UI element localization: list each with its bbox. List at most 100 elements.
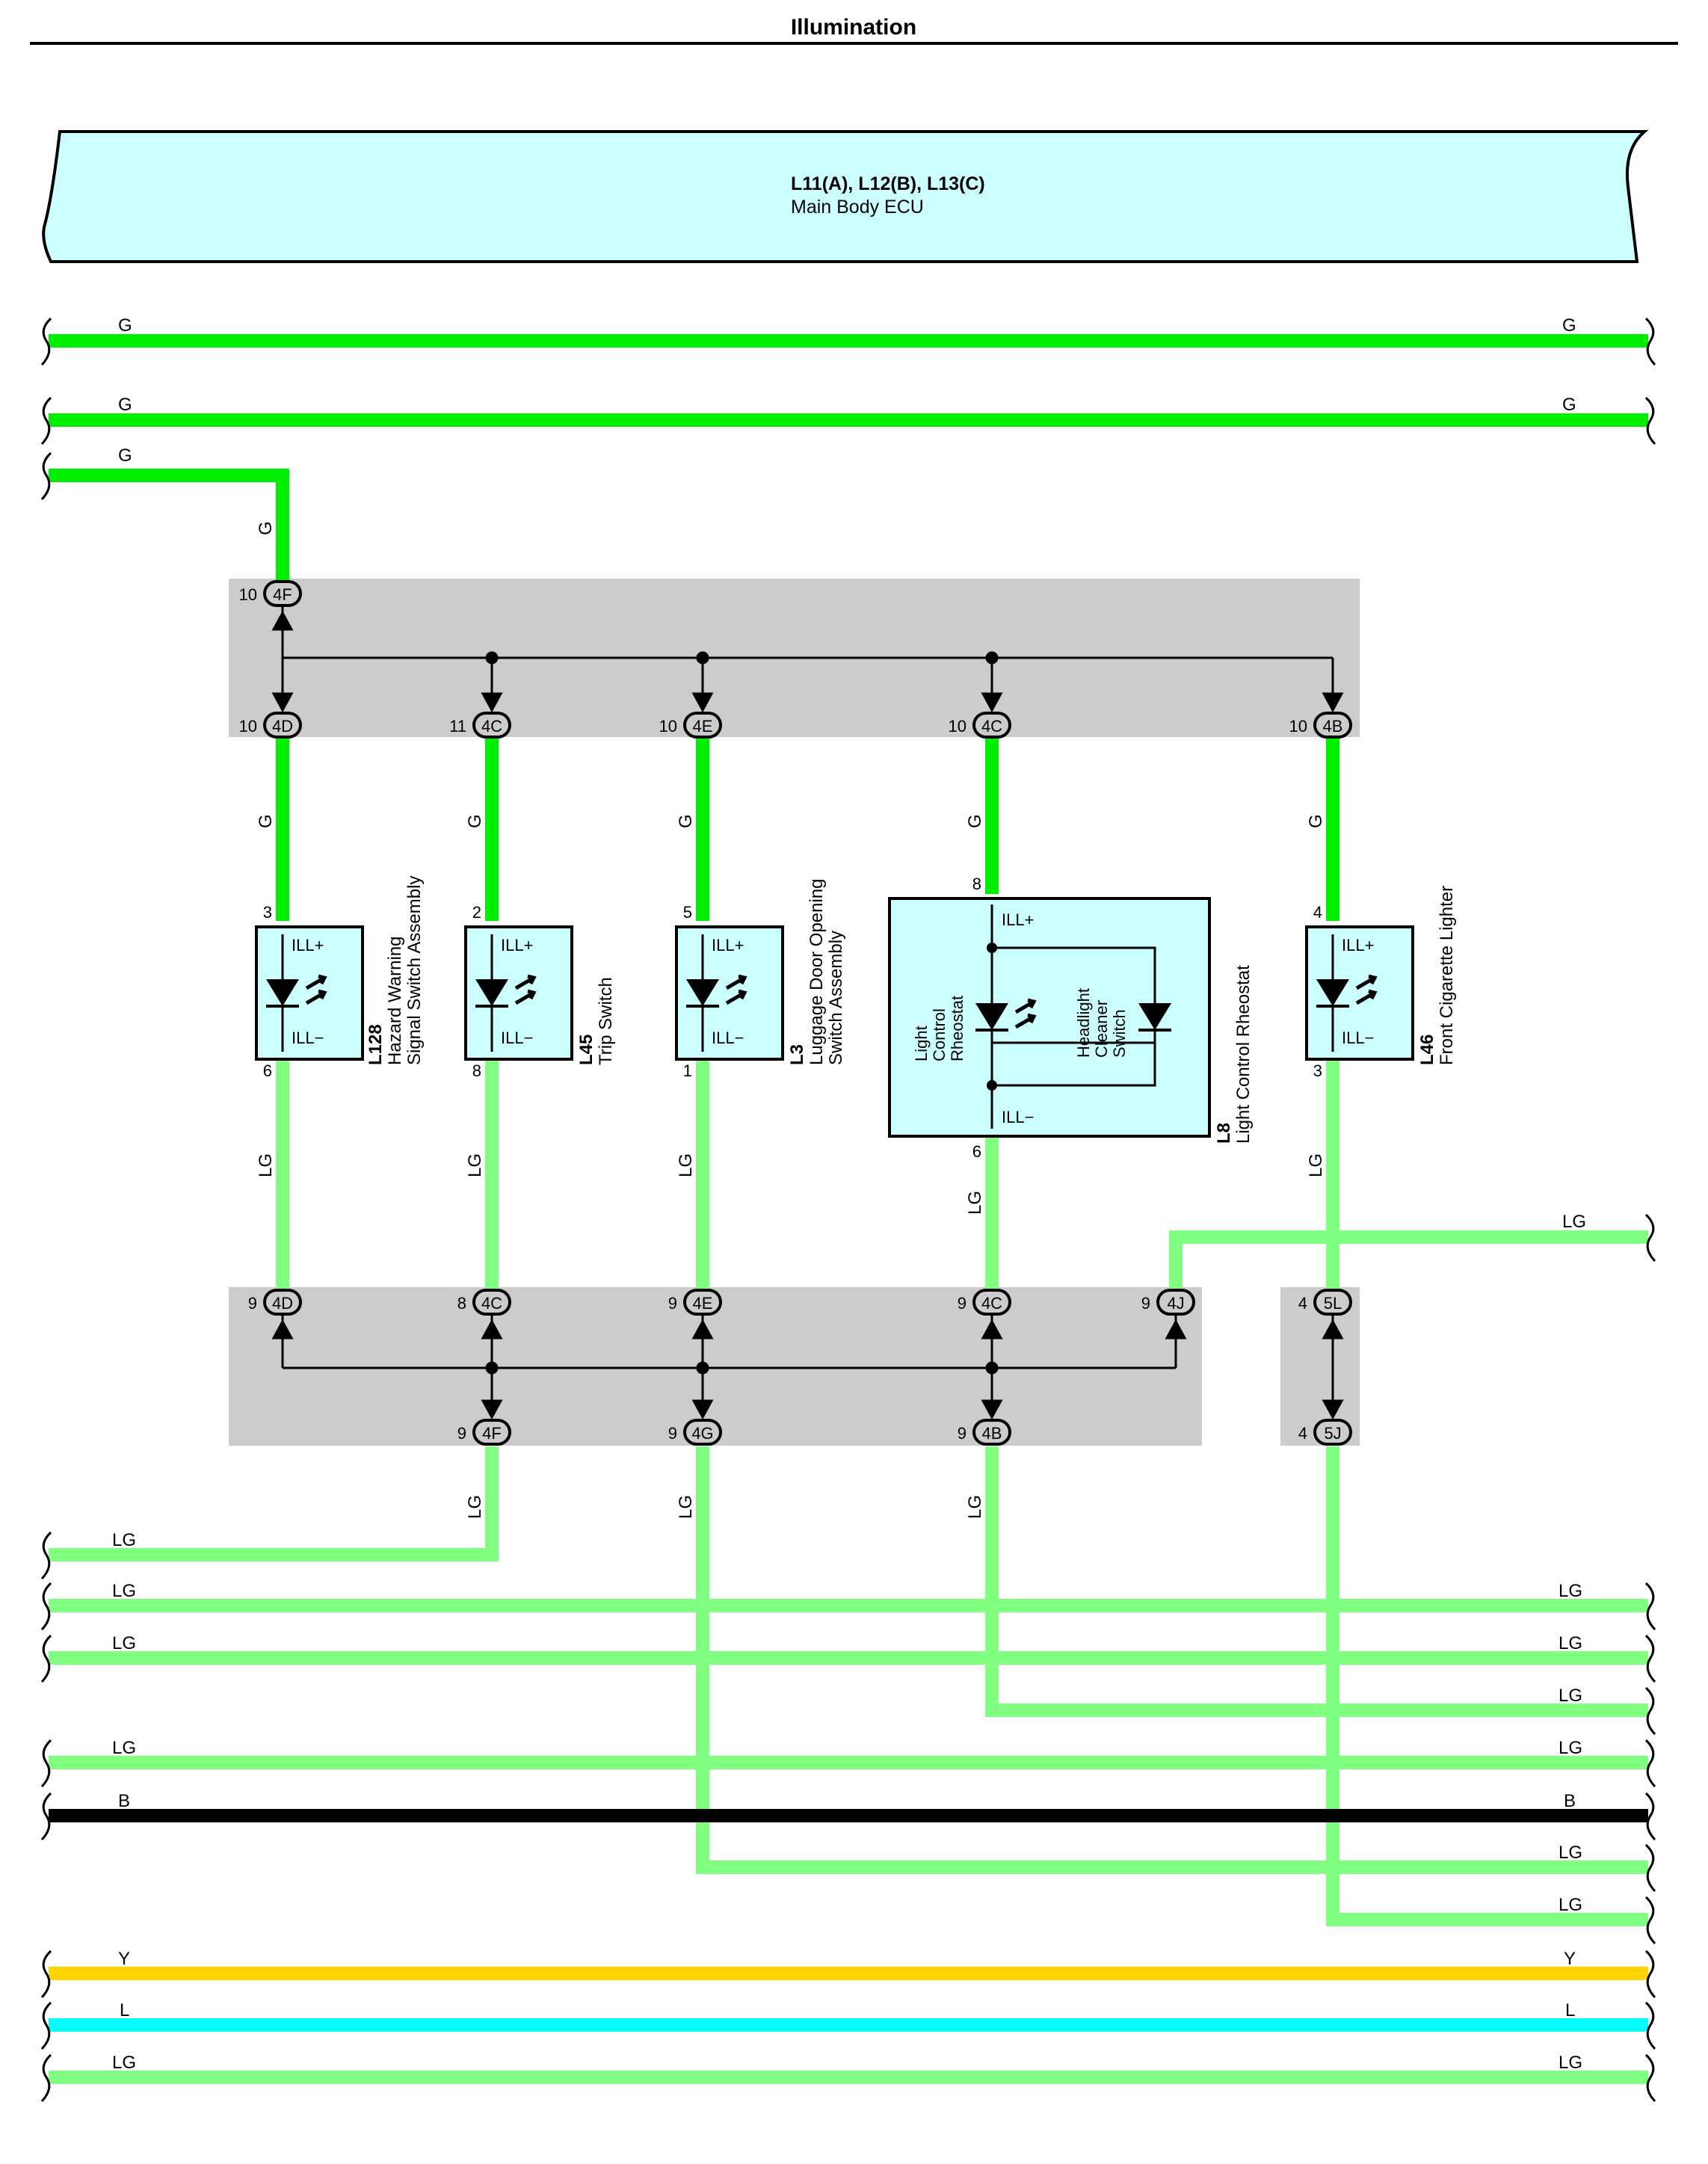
- component-id: L46: [1417, 1035, 1437, 1065]
- component-id: L3: [787, 1044, 807, 1065]
- wire-label: G: [1306, 814, 1326, 828]
- wire-label: L: [1565, 2000, 1575, 2020]
- component-l3: ILL+ ILL− 5 1 L3 Luggage Door Opening Sw…: [675, 878, 846, 1080]
- connectors-top: 4F 10 4D 10 4C 11 4E 10 4C 10 4B 10: [239, 580, 1352, 739]
- connector-pin: 4: [1298, 1424, 1307, 1443]
- l8-right-label-3: Switch: [1110, 1009, 1129, 1058]
- ill-plus-label: ILL+: [1342, 936, 1374, 955]
- connector-top-out-2: 4C 11: [449, 712, 511, 739]
- component-id: L45: [576, 1035, 596, 1065]
- led-icon: [686, 979, 719, 1006]
- connector-id: 4G: [691, 1424, 713, 1443]
- wire-label: LG: [965, 1191, 985, 1215]
- wire-label: G: [965, 814, 985, 828]
- pin-bottom: 1: [683, 1061, 692, 1080]
- wire-label: G: [1562, 395, 1576, 415]
- connector-id: 4C: [481, 1294, 502, 1313]
- wire-label: LG: [256, 1153, 276, 1177]
- pin-top: 3: [263, 903, 272, 922]
- connector-mid-in-3: 4E 9: [668, 1289, 722, 1316]
- connector-id: 5L: [1324, 1294, 1342, 1313]
- wire-label: LG: [112, 1581, 136, 1601]
- wire-lg-5j: [1326, 1446, 1648, 1926]
- wire-label: Y: [118, 1949, 130, 1969]
- connector-pin: 10: [949, 717, 966, 736]
- connector-mid-out-2: 4G 9: [668, 1419, 722, 1446]
- connector-pin: 9: [1141, 1294, 1150, 1313]
- wire-label: B: [118, 1791, 130, 1811]
- pin-bottom: 3: [1313, 1061, 1322, 1080]
- wire-label: LG: [1559, 1581, 1582, 1601]
- wire-labels: G G G G G G G G G G G LG LG LG LG LG LG …: [112, 315, 1586, 2073]
- wire-label: G: [118, 446, 132, 466]
- led-icon: [1138, 1003, 1171, 1030]
- component-name-1: Hazard Warning: [385, 936, 405, 1065]
- connector-pin: 9: [248, 1294, 257, 1313]
- ill-minus-label: ILL−: [1342, 1029, 1374, 1047]
- pin-top: 8: [972, 875, 981, 893]
- wire-label: LG: [1562, 1212, 1586, 1232]
- connector-top-out-3: 4E 10: [659, 712, 722, 739]
- component-name-2: Signal Switch Assembly: [404, 876, 425, 1065]
- l8-left-label-1: Light: [912, 1026, 931, 1061]
- connector-mid-in-4: 4C 9: [958, 1289, 1011, 1316]
- connector-mid-in-1: 4D 9: [248, 1289, 302, 1316]
- component-name-2: Switch Assembly: [826, 931, 846, 1065]
- component-id: L8: [1214, 1123, 1234, 1144]
- component-l46: ILL+ ILL− 4 3 L46 Front Cigarette Lighte…: [1305, 886, 1457, 1080]
- component-name-1: Trip Switch: [596, 977, 616, 1065]
- component-name-1: Front Cigarette Lighter: [1437, 886, 1457, 1065]
- ill-plus-label: ILL+: [712, 936, 744, 955]
- wire-lg-4b: [985, 1446, 1648, 1717]
- wire-label: G: [256, 521, 276, 535]
- connector-pin: 10: [659, 717, 677, 736]
- page-title: Illumination: [791, 15, 916, 40]
- main-body-ecu-box: [42, 130, 1649, 263]
- component-l128: ILL+ ILL− 3 6 L128 Hazard Warning Signal…: [255, 876, 425, 1080]
- connector-top-out-1: 4D 10: [239, 712, 302, 739]
- wire-label: LG: [965, 1495, 985, 1519]
- wire-label: LG: [676, 1153, 696, 1177]
- connector-id: 4J: [1167, 1294, 1184, 1313]
- connector-mid-out-3: 4B 9: [958, 1419, 1011, 1446]
- connector-id: 4D: [272, 1294, 293, 1313]
- component-l45: ILL+ ILL− 2 8 L45 Trip Switch: [464, 903, 616, 1080]
- wire-label: L: [120, 2000, 129, 2020]
- connector-id: 5J: [1324, 1424, 1341, 1443]
- ill-plus-label: ILL+: [292, 936, 324, 955]
- pin-top: 5: [683, 903, 692, 922]
- ill-minus-label: ILL−: [501, 1029, 533, 1047]
- connector-top-out-5: 4B 10: [1289, 712, 1352, 739]
- wire-g-3: [49, 469, 289, 591]
- connector-top-out-4: 4C 10: [949, 712, 1011, 739]
- ill-minus-label: ILL−: [712, 1029, 744, 1047]
- connector-right-out: 5J 4: [1298, 1419, 1352, 1446]
- connectors-mid: 4D 9 4C 8 4E 9 4C 9 4J 9 5L 4: [248, 1289, 1352, 1446]
- component-name-1: Light Control Rheostat: [1233, 965, 1254, 1144]
- led-icon: [266, 979, 299, 1006]
- wire-label: G: [118, 395, 132, 415]
- connector-pin: 8: [457, 1294, 466, 1313]
- pin-top: 2: [472, 903, 481, 922]
- connector-pin: 9: [668, 1424, 677, 1443]
- wire-label: LG: [1559, 1843, 1582, 1863]
- l8-left-label-3: Rheostat: [948, 996, 966, 1061]
- wire-label: LG: [1306, 1153, 1326, 1177]
- wire-lg-4f: [49, 1446, 499, 1562]
- mid-splice-bus: [271, 1316, 1344, 1420]
- connector-pin: 11: [449, 717, 466, 736]
- connector-id: 4B: [982, 1424, 1002, 1443]
- wire-label: G: [676, 814, 696, 828]
- wire-lg-4j: [1169, 1230, 1648, 1302]
- connector-top-in: 4F 10: [239, 580, 302, 607]
- pin-bottom: 6: [263, 1061, 272, 1080]
- wire-label: LG: [676, 1495, 696, 1519]
- wire-label: LG: [1559, 1738, 1582, 1758]
- pin-bottom: 6: [972, 1142, 981, 1161]
- component-id: L128: [366, 1024, 386, 1065]
- connector-pin: 10: [239, 585, 257, 604]
- ill-minus-label: ILL−: [292, 1029, 324, 1047]
- wire-label: LG: [1559, 2053, 1582, 2073]
- connector-pin: 4: [1298, 1294, 1307, 1313]
- led-icon: [475, 979, 508, 1006]
